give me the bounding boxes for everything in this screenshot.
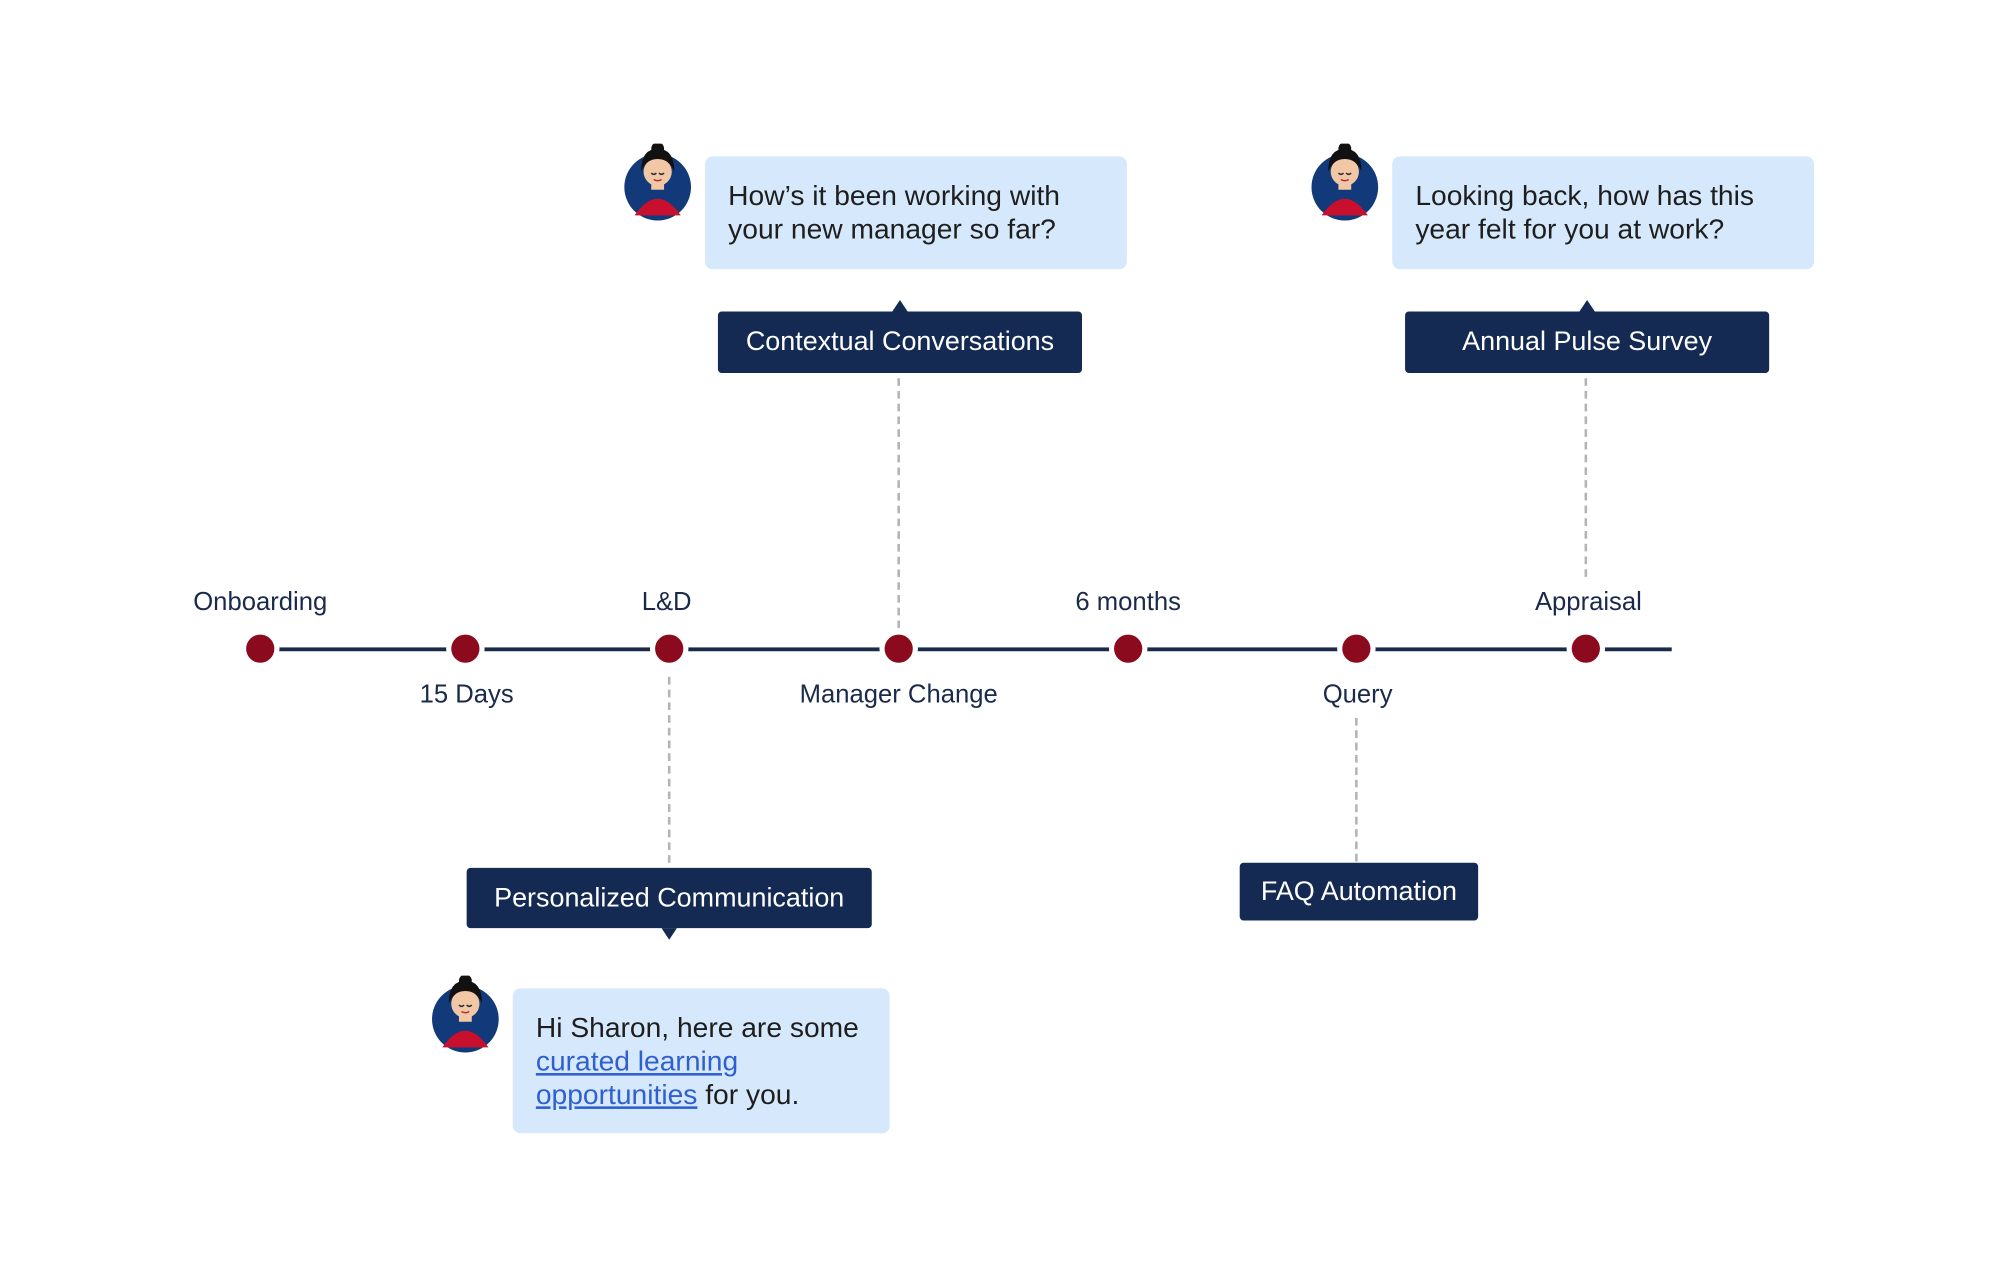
milestone-dot-query: [1342, 634, 1371, 663]
connector-pulse: [1584, 378, 1588, 577]
tag-faq-automation: FAQ Automation: [1239, 862, 1479, 921]
milestone-label-l-and-d: L&D: [641, 588, 692, 617]
connector-contextual: [897, 378, 900, 629]
bubble-text-tail: for you.: [697, 1078, 800, 1111]
milestone-dot-l-and-d: [655, 634, 684, 663]
connector-personalized: [667, 676, 671, 863]
milestone-label-appraisal: Appraisal: [1534, 588, 1642, 617]
milestone-dot-15-days: [451, 634, 480, 663]
bubble-text-line: Hi Sharon, here are some: [535, 1011, 859, 1044]
tag-faq-label: FAQ Automation: [1260, 876, 1457, 906]
chat-bubble-pulse: Looking back, how has this year felt for…: [1392, 156, 1815, 270]
tag-contextual-label: Contextual Conversations: [745, 326, 1055, 357]
assistant-avatar-icon: [1311, 143, 1379, 221]
milestone-dot-manager-change: [884, 634, 913, 663]
connector-faq: [1355, 717, 1358, 862]
bubble-text-line: year felt for you at work?: [1415, 212, 1725, 245]
tag-pulse-label: Annual Pulse Survey: [1462, 326, 1713, 357]
tag-contextual-conversations: Contextual Conversations: [717, 299, 1083, 374]
learning-opportunities-link[interactable]: opportunities: [535, 1078, 698, 1111]
timeline-axis: [260, 647, 1672, 652]
assistant-avatar-icon: [432, 975, 499, 1053]
chat-bubble-personalized: Hi Sharon, here are some curated learnin…: [512, 988, 890, 1134]
chat-bubble-contextual: How’s it been working with your new mana…: [705, 156, 1127, 270]
bubble-text-line: How’s it been working with: [728, 179, 1060, 212]
bubble-text-line: Looking back, how has this: [1415, 179, 1754, 212]
milestone-label-15-days: 15 Days: [419, 680, 514, 709]
bubble-text-line: your new manager so far?: [728, 212, 1056, 245]
assistant-avatar-icon: [624, 143, 691, 221]
milestone-label-6-months: 6 months: [1075, 588, 1181, 617]
learning-opportunities-link[interactable]: curated learning: [535, 1044, 739, 1077]
tag-personalized-communication: Personalized Communication: [466, 867, 872, 940]
milestone-dot-6-months: [1114, 634, 1143, 663]
tag-annual-pulse-survey: Annual Pulse Survey: [1405, 299, 1770, 374]
milestone-label-manager-change: Manager Change: [799, 680, 998, 709]
milestone-dot-appraisal: [1571, 634, 1600, 663]
milestone-label-onboarding: Onboarding: [193, 588, 328, 617]
milestone-label-query: Query: [1322, 680, 1393, 709]
milestone-dot-onboarding: [246, 634, 275, 663]
tag-personalized-label: Personalized Communication: [494, 882, 845, 913]
